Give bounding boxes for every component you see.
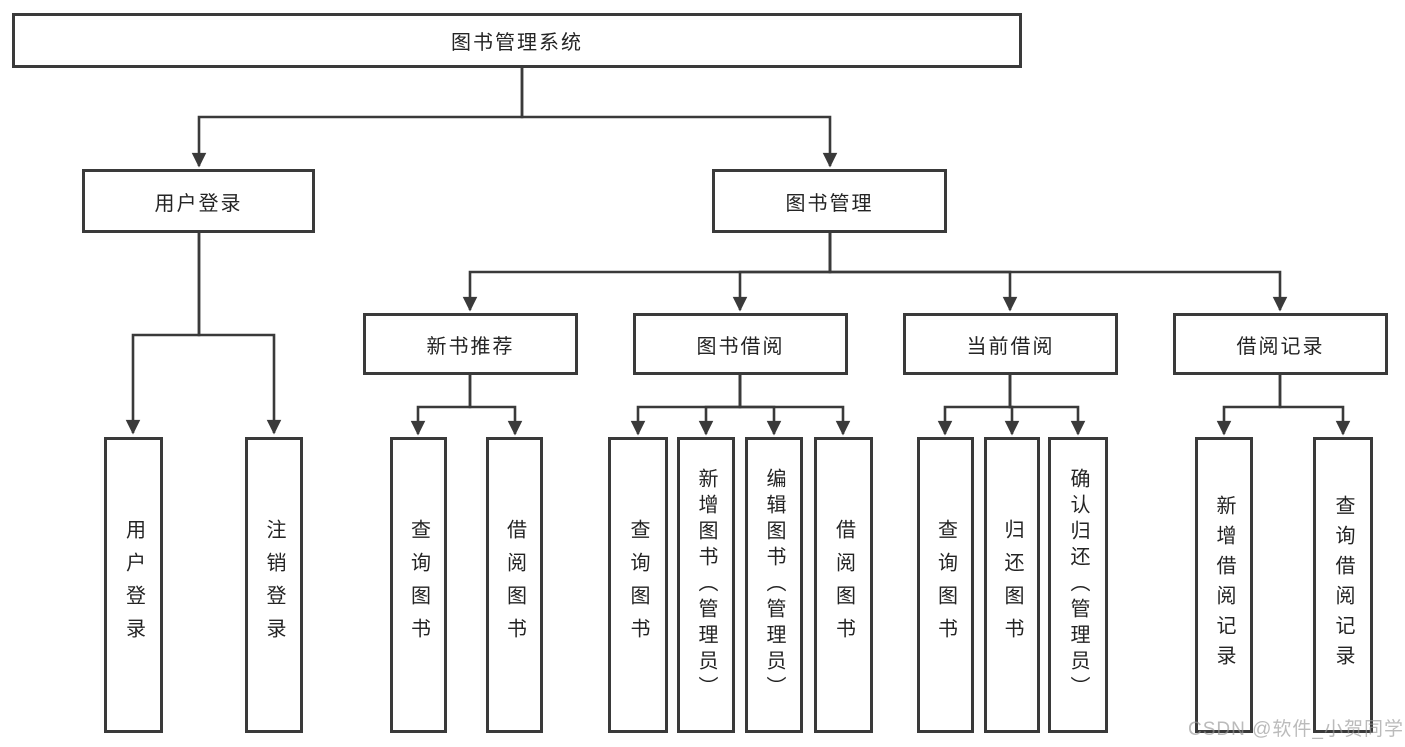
node-current-borrow-label: 当前借阅 <box>966 335 1055 358</box>
node-new-book-recommend: 新书推荐 <box>363 313 578 375</box>
leaf-logout-login-label: 注销登录 <box>263 519 285 651</box>
leaf-borrow-borrow-books: 借阅图书 <box>814 437 873 733</box>
leaf-logout-login: 注销登录 <box>245 437 303 733</box>
node-book-borrow: 图书借阅 <box>633 313 848 375</box>
node-new-book-recommend-label: 新书推荐 <box>426 335 515 358</box>
leaf-current-return-books: 归还图书 <box>984 437 1040 733</box>
leaf-user-login-label: 用户登录 <box>122 519 145 651</box>
leaf-user-login: 用户登录 <box>104 437 163 733</box>
node-root: 图书管理系统 <box>12 13 1022 68</box>
leaf-borrow-add-books-admin-label: 新增图书（管理员） <box>695 468 717 702</box>
leaf-newbook-query-books: 查询图书 <box>390 437 447 733</box>
node-user-login: 用户登录 <box>82 169 315 233</box>
node-borrow-records: 借阅记录 <box>1173 313 1388 375</box>
leaf-current-confirm-return-admin: 确认归还（管理员） <box>1048 437 1108 733</box>
leaf-newbook-borrow-books: 借阅图书 <box>486 437 543 733</box>
leaf-records-query-borrow-record: 查询借阅记录 <box>1313 437 1373 733</box>
watermark: CSDN @软件_小贺同学 <box>1188 719 1404 740</box>
node-book-management-label: 图书管理 <box>785 192 874 215</box>
leaf-current-return-books-label: 归还图书 <box>1001 519 1023 651</box>
leaf-current-query-books-label: 查询图书 <box>934 519 957 651</box>
leaf-borrow-borrow-books-label: 借阅图书 <box>832 519 855 651</box>
leaf-records-add-borrow-record: 新增借阅记录 <box>1195 437 1253 733</box>
leaf-current-confirm-return-admin-label: 确认归还（管理员） <box>1067 468 1089 702</box>
leaf-newbook-query-books-label: 查询图书 <box>407 519 430 651</box>
leaf-borrow-query-books-label: 查询图书 <box>627 519 649 651</box>
leaf-borrow-edit-books-admin-label: 编辑图书（管理员） <box>763 468 785 702</box>
node-root-label: 图书管理系统 <box>451 32 583 54</box>
leaf-records-query-borrow-record-label: 查询借阅记录 <box>1332 495 1354 675</box>
leaf-borrow-query-books: 查询图书 <box>608 437 668 733</box>
leaf-borrow-edit-books-admin: 编辑图书（管理员） <box>745 437 803 733</box>
leaf-current-query-books: 查询图书 <box>917 437 974 733</box>
node-book-management: 图书管理 <box>712 169 947 233</box>
leaf-borrow-add-books-admin: 新增图书（管理员） <box>677 437 735 733</box>
node-borrow-records-label: 借阅记录 <box>1236 335 1325 358</box>
leaf-records-add-borrow-record-label: 新增借阅记录 <box>1213 495 1235 675</box>
node-book-borrow-label: 图书借阅 <box>696 335 785 358</box>
leaf-newbook-borrow-books-label: 借阅图书 <box>503 519 526 651</box>
node-current-borrow: 当前借阅 <box>903 313 1118 375</box>
node-user-login-label: 用户登录 <box>154 192 243 215</box>
